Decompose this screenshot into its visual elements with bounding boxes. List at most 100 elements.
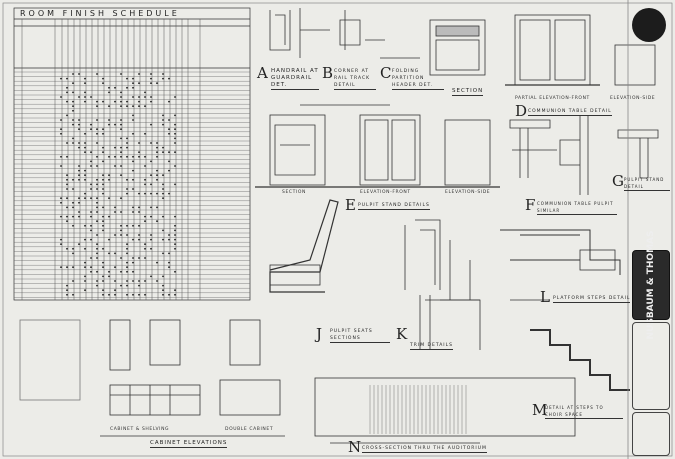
schedule-mark <box>120 270 122 273</box>
schedule-mark <box>138 100 140 103</box>
schedule-mark <box>156 192 158 195</box>
schedule-mark <box>144 91 146 94</box>
schedule-mark <box>84 96 86 98</box>
detail-c-title: FOLDING PARTITION HEADER DET. <box>392 68 444 90</box>
schedule-mark <box>114 280 116 282</box>
schedule-mark <box>120 73 122 75</box>
schedule-mark <box>132 82 134 85</box>
schedule-mark <box>144 165 146 167</box>
schedule-mark <box>150 234 152 236</box>
schedule-mark <box>66 289 68 292</box>
schedule-mark <box>162 77 164 80</box>
schedule-mark <box>96 252 98 255</box>
schedule-mark <box>72 280 74 282</box>
schedule-mark <box>144 183 146 186</box>
schedule-mark <box>102 128 104 131</box>
schedule-mark <box>126 100 128 103</box>
schedule-mark <box>78 165 80 167</box>
schedule-mark <box>84 100 86 103</box>
detail-j-title: PULPIT SEATS SECTIONS <box>330 328 390 343</box>
schedule-mark <box>138 73 140 75</box>
schedule-mark <box>72 252 74 255</box>
schedule-mark <box>120 155 122 158</box>
schedule-mark <box>120 123 122 126</box>
schedule-mark <box>72 91 74 94</box>
schedule-mark <box>144 192 146 195</box>
schedule-mark <box>78 178 80 181</box>
detail-a-title: HANDRAIL AT GUARDRAIL DET. <box>271 68 319 90</box>
schedule-mark <box>144 293 146 296</box>
schedule-mark <box>120 119 122 121</box>
schedule-mark <box>84 247 86 250</box>
schedule-mark <box>66 215 68 218</box>
schedule-mark <box>150 215 152 218</box>
detail-g-title: PULPIT STAND DETAIL <box>624 176 670 191</box>
schedule-mark <box>120 174 122 177</box>
schedule-mark <box>162 174 164 177</box>
schedule-mark <box>84 178 86 181</box>
schedule-mark <box>162 151 164 154</box>
detail-d-title: COMMUNION TABLE DETAIL <box>528 109 612 116</box>
elevation-side-top-label: ELEVATION-SIDE <box>610 96 656 101</box>
schedule-mark <box>84 132 86 135</box>
schedule-mark <box>168 160 170 163</box>
schedule-mark <box>96 206 98 209</box>
schedule-mark <box>126 178 128 181</box>
double-cabinet-label: DOUBLE CABINET <box>225 427 274 432</box>
schedule-mark <box>162 73 164 75</box>
schedule-mark <box>72 224 74 227</box>
schedule-mark <box>162 289 164 292</box>
schedule-mark <box>72 105 74 108</box>
schedule-mark <box>78 197 80 200</box>
schedule-mark <box>138 105 140 108</box>
schedule-mark <box>90 257 92 259</box>
schedule-mark <box>72 109 74 112</box>
schedule-mark <box>144 247 146 250</box>
schedule-mark <box>156 280 158 282</box>
schedule-mark <box>138 211 140 213</box>
schedule-mark <box>90 123 92 126</box>
schedule-mark <box>96 128 98 131</box>
detail-k-letter: K <box>396 325 408 343</box>
schedule-mark <box>96 220 98 223</box>
schedule-mark <box>84 146 86 149</box>
schedule-mark <box>114 86 116 89</box>
schedule-mark <box>60 201 62 204</box>
schedule-mark <box>96 165 98 167</box>
schedule-mark <box>102 132 104 135</box>
detail-c-letter: C <box>380 64 392 82</box>
schedule-mark <box>162 275 164 278</box>
schedule-mark <box>84 280 86 282</box>
schedule-mark <box>96 257 98 259</box>
schedule-mark <box>132 105 134 108</box>
schedule-mark <box>144 96 146 98</box>
schedule-mark <box>66 183 68 186</box>
seal-stamp <box>632 8 666 42</box>
title-block-logo: NUSBAUM & THOMAS <box>632 231 670 339</box>
schedule-mark <box>150 275 152 278</box>
schedule-mark <box>108 275 110 278</box>
schedule-mark <box>126 105 128 108</box>
schedule-mark <box>60 77 62 80</box>
schedule-mark <box>90 165 92 167</box>
schedule-mark <box>174 96 176 98</box>
schedule-mark <box>66 77 68 80</box>
schedule-mark <box>78 243 80 246</box>
schedule-mark <box>108 174 110 177</box>
schedule-mark <box>78 146 80 149</box>
schedule-mark <box>78 174 80 177</box>
schedule-mark <box>120 137 122 140</box>
schedule-mark <box>108 238 110 241</box>
schedule-mark <box>102 146 104 149</box>
schedule-mark <box>102 247 104 250</box>
schedule-mark <box>132 293 134 296</box>
schedule-mark <box>114 146 116 149</box>
schedule-mark <box>96 243 98 246</box>
schedule-mark <box>162 284 164 287</box>
schedule-mark <box>72 142 74 144</box>
schedule-mark <box>84 261 86 264</box>
schedule-mark <box>108 86 110 89</box>
schedule-mark <box>162 192 164 195</box>
schedule-mark <box>156 146 158 149</box>
